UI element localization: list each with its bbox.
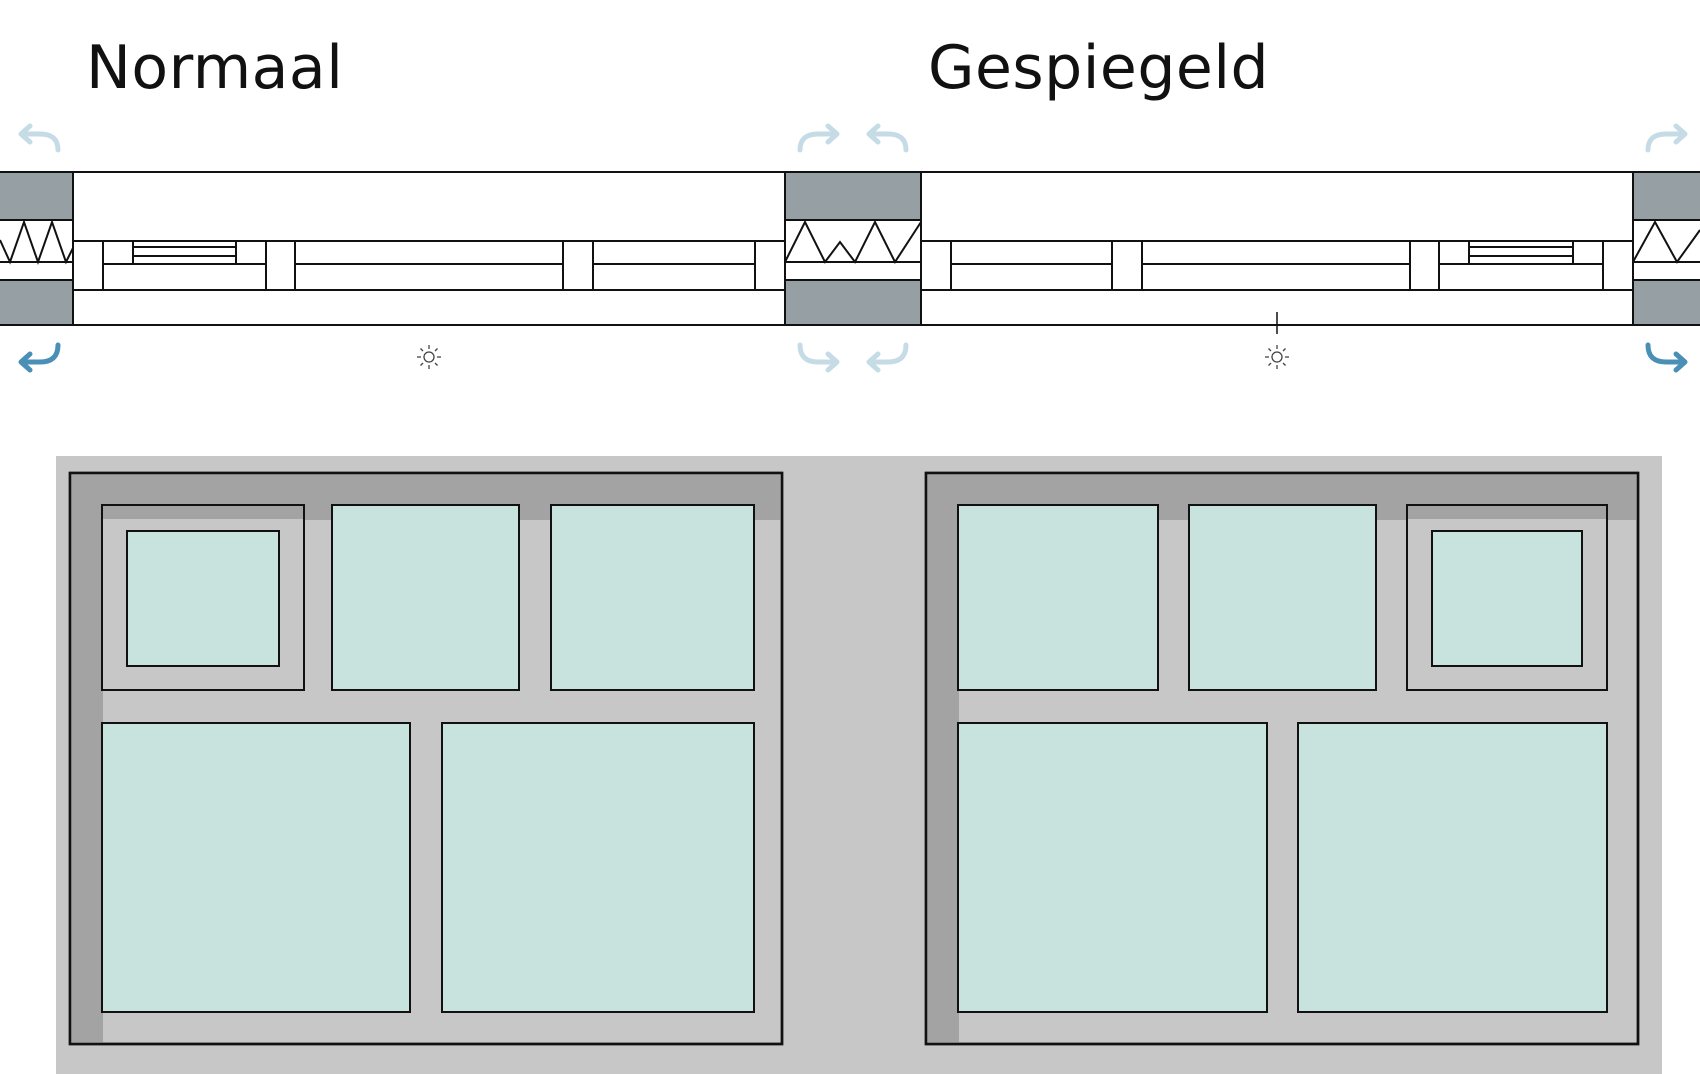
wall-right [1632, 171, 1700, 326]
arrow-swing-left-icon [18, 123, 61, 153]
plan-view [0, 123, 1700, 373]
sun-icon [1265, 345, 1289, 369]
sun-icon [417, 345, 441, 369]
window-elevation-normal [68, 471, 784, 1046]
arrow-swing-right-icon [797, 342, 840, 373]
arrow-swing-left-icon [866, 123, 909, 153]
arrow-swing-left-icon [866, 342, 909, 373]
heading-normaal: Normaal [86, 33, 344, 103]
wall-middle [784, 171, 922, 326]
plan-frame-mirrored [920, 171, 1634, 334]
arrow-swing-right-icon [797, 123, 840, 153]
window-elevation-mirrored [924, 471, 1640, 1046]
wall-left [0, 171, 74, 326]
arrow-swing-left-icon [18, 342, 61, 373]
heading-gespiegeld: Gespiegeld [928, 33, 1270, 103]
arrow-swing-right-icon [1645, 342, 1688, 373]
arrow-swing-right-icon [1645, 123, 1688, 153]
plan-frame-normal [72, 171, 786, 326]
